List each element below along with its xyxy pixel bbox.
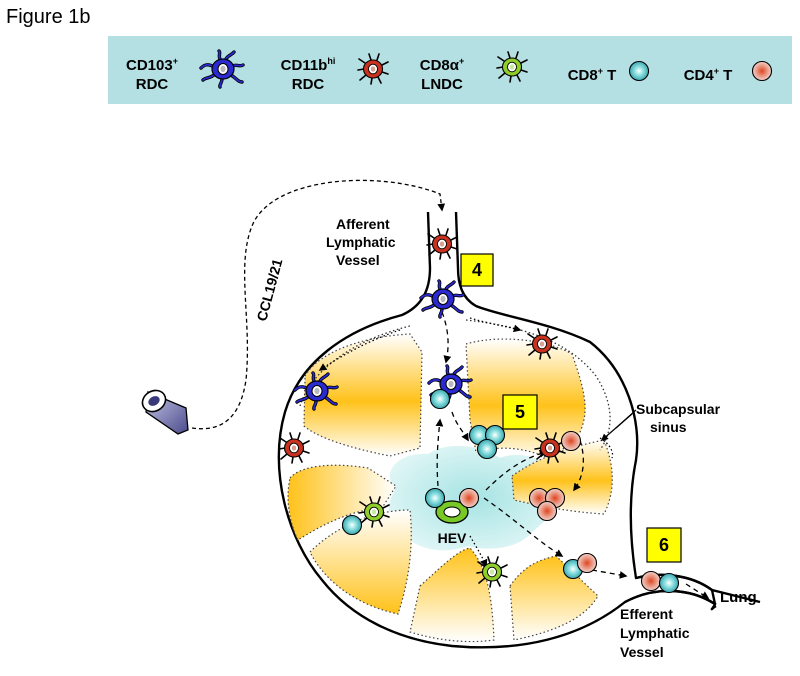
cd8-t-cell-icon [658,572,680,594]
ccl-label: CCL19/21 [253,257,285,323]
subcapsular-label-line1: Subcapsular [636,401,721,417]
follicle-upper-left [303,333,423,457]
legend-cd4-t-cell-icon [751,60,773,82]
efferent-label-line2: Lymphatic [620,625,690,641]
cd8-t-cell-icon [429,388,451,410]
legend-cd8t-label: CD8+ T [567,66,617,84]
follicle-mid-left [287,464,397,541]
svg-text:5: 5 [515,402,525,422]
cd8-t-cell-icon [476,438,498,460]
step-box-6: 6 [646,527,682,563]
legend-cd8a-label: CD8α+LNDC [419,56,465,93]
legend-cd8a-dc-icon [496,51,528,83]
lung-label: Lung [720,589,757,606]
svg-text:4: 4 [472,260,482,280]
cd8-t-cell-icon [341,514,363,536]
cd4-t-cell-icon [640,570,662,592]
step-box-5: 5 [502,394,538,430]
follicle-lower-left [309,509,412,615]
subcapsular-pointer [600,413,633,441]
ccl-gradient-path [191,179,446,430]
follicle-bottom [409,547,495,643]
cd4-t-cell-icon [560,430,582,452]
hev-vessel [435,500,469,524]
step-box-4: 4 [460,253,494,287]
figure-title: Figure 1b [6,6,91,28]
cd4-t-cell-icon [576,552,598,574]
legend-cd103-label: CD103+RDC [126,56,178,93]
legend-cd8-t-cell-icon [628,60,650,82]
cd8-t-cell-icon [424,487,446,509]
hev-label: HEV [438,530,467,546]
legend-cd11b-dc-icon [357,53,389,85]
legend-cd103-dc-icon [199,49,245,89]
efferent-label-line3: Vessel [620,644,664,660]
chemokine-tube-icon [141,389,189,435]
subcapsular-label-line2: sinus [650,419,687,435]
afferent-label-line3: Vessel [336,252,380,268]
efferent-vessel-wall-lower [624,589,717,611]
legend-cd4t-label: CD4+ T [683,66,733,84]
efferent-label-line1: Efferent [620,606,673,622]
cd4-t-cell-icon [458,487,480,509]
cd4-t-cell-icon [536,500,558,522]
afferent-label-line2: Lymphatic [326,234,396,250]
svg-text:6: 6 [659,535,669,555]
afferent-label-line1: Afferent [336,216,390,232]
